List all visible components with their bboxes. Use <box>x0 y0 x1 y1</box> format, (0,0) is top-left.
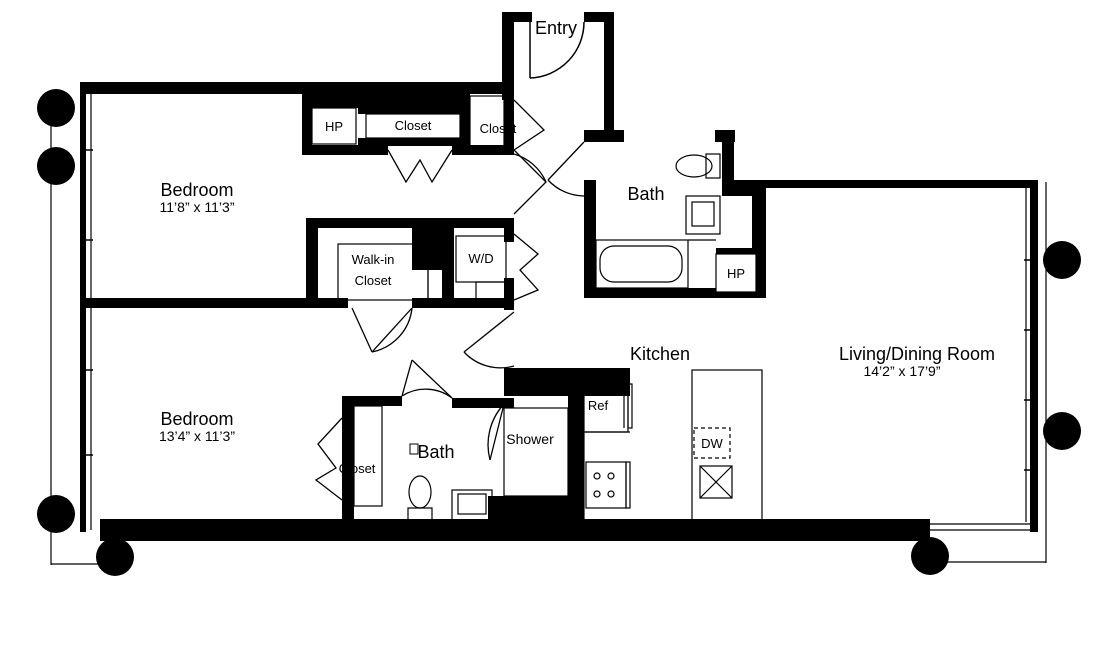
kitchen-label: Kitchen <box>630 344 690 364</box>
bedroom1-label: Bedroom <box>160 180 233 200</box>
bedroom2-label: Bedroom <box>160 409 233 429</box>
living-label: Living/Dining Room <box>839 344 995 364</box>
entry-label: Entry <box>535 18 577 38</box>
bedroom1-dims: 11’8” x 11’3” <box>160 199 235 215</box>
walls <box>80 12 1038 541</box>
hp-label-2: HP <box>727 266 745 281</box>
column <box>1043 412 1081 450</box>
wd-label: W/D <box>468 251 493 266</box>
bath1-label: Bath <box>627 184 664 204</box>
column <box>37 89 75 127</box>
column <box>37 495 75 533</box>
hp-label-1: HP <box>325 119 343 134</box>
column <box>911 537 949 575</box>
structural-columns <box>37 89 1081 576</box>
doors <box>314 99 585 501</box>
bedroom2-dims: 13’4” x 11’3” <box>159 428 235 444</box>
hp-box <box>715 253 757 293</box>
closet-bedroom2-label: Closet <box>339 461 376 476</box>
column <box>37 147 75 185</box>
column <box>1043 241 1081 279</box>
exterior-lines <box>50 88 1047 565</box>
hp-box <box>311 107 357 145</box>
column <box>96 538 134 576</box>
bath2-label: Bath <box>417 442 454 462</box>
walkin-closet-label-2: Closet <box>355 273 392 288</box>
entry-door <box>529 21 585 79</box>
closet-hall-label: Closet <box>480 121 517 136</box>
ref-label: Ref <box>588 398 609 413</box>
closet-bedroom1-label: Closet <box>395 118 432 133</box>
living-dims: 14’2” x 17’9” <box>863 363 940 379</box>
shower-label: Shower <box>506 431 554 447</box>
walkin-closet-label-1: Walk-in <box>352 252 395 267</box>
fixtures <box>311 95 763 521</box>
dw-label: DW <box>701 436 723 451</box>
